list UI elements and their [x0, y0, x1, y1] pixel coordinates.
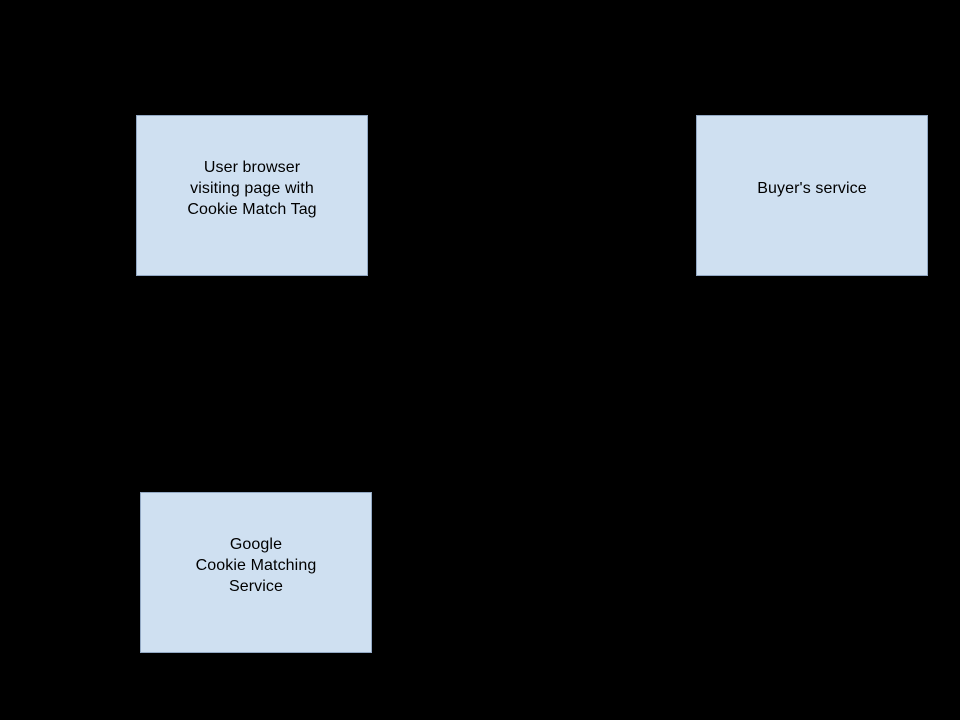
diagram-node-google-cookie-matching-service[interactable]: Google Cookie Matching Service — [140, 492, 372, 653]
diagram-node-user-browser[interactable]: User browser visiting page with Cookie M… — [136, 115, 368, 276]
diagram-node-label: Google Cookie Matching Service — [195, 536, 317, 595]
diagram-node-label: Buyer's service — [757, 180, 867, 197]
diagram-node-label: User browser visiting page with Cookie M… — [187, 159, 317, 218]
diagram-node-buyers-service[interactable]: Buyer's service — [696, 115, 928, 276]
